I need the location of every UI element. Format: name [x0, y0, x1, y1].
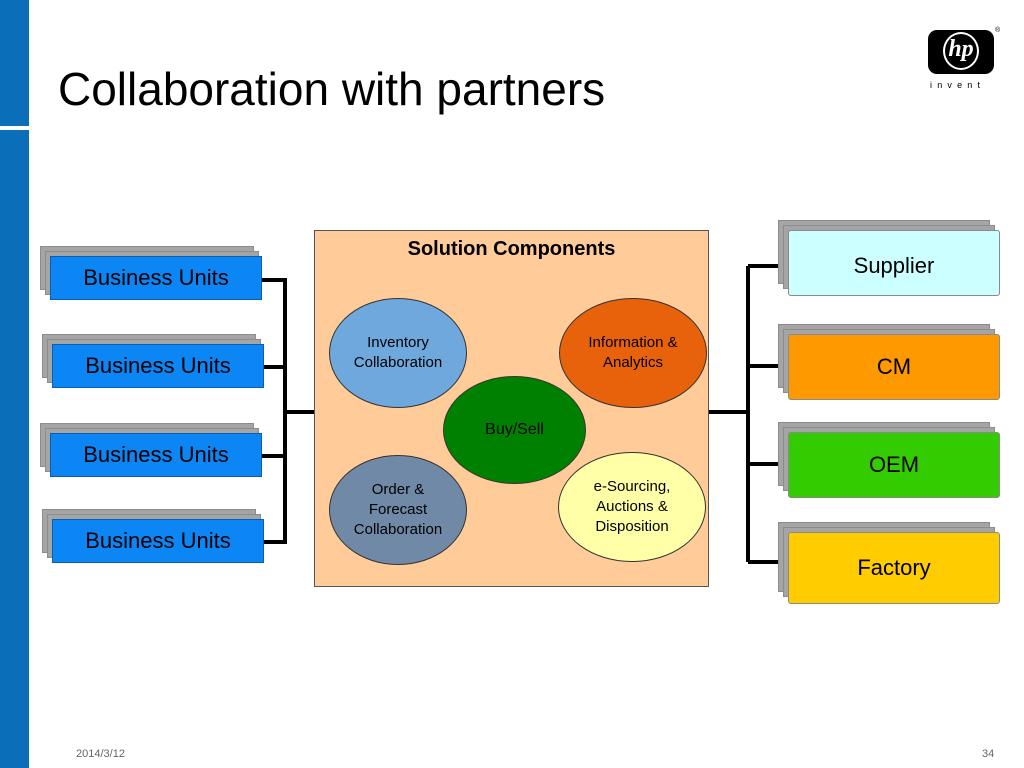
node-line: Auctions & — [596, 498, 668, 515]
business-unit-label: Business Units — [50, 433, 262, 477]
accent-bar-top — [0, 0, 29, 126]
business-unit-label: Business Units — [50, 256, 262, 300]
solution-components-title: Solution Components — [407, 238, 616, 260]
hp-logo-circle — [943, 32, 979, 70]
node-line: Buy/Sell — [485, 421, 544, 438]
partner-label: Factory — [788, 532, 1000, 604]
hp-logo-tagline: invent — [930, 80, 986, 90]
partner-factory: Factory — [778, 522, 1002, 606]
node-line: Order & — [371, 481, 425, 498]
node-line: Disposition — [595, 518, 669, 535]
slide-title: Collaboration with partners — [58, 63, 606, 115]
business-unit-3: Business Units — [40, 423, 264, 477]
slide-date: 2014/3/12 — [76, 748, 125, 760]
hp-logo-mark: hp — [948, 36, 974, 62]
node-line: Collaboration — [353, 521, 443, 538]
partner-oem: OEM — [778, 422, 1002, 500]
partner-label: CM — [788, 334, 1000, 400]
information-analytics-node: Information & Analytics — [559, 298, 707, 408]
esourcing-node: e-Sourcing, Auctions & Disposition — [558, 452, 706, 562]
partner-label: OEM — [788, 432, 1000, 498]
page-number: 34 — [982, 748, 995, 760]
partner-supplier: Supplier — [778, 220, 1002, 298]
node-line: Collaboration — [353, 354, 443, 371]
hp-logo: hp ® invent — [928, 27, 1001, 92]
business-unit-label: Business Units — [52, 344, 264, 388]
registered-mark: ® — [995, 27, 1001, 34]
partner-cm: CM — [778, 324, 1002, 402]
node-line: Inventory — [367, 334, 429, 351]
node-line: Forecast — [368, 501, 428, 518]
node-line: Analytics — [602, 354, 664, 371]
partner-label: Supplier — [788, 230, 1000, 296]
business-unit-1: Business Units — [40, 246, 264, 300]
node-line: Information & — [588, 334, 678, 351]
business-unit-label: Business Units — [52, 519, 264, 563]
business-unit-2: Business Units — [42, 334, 266, 388]
business-unit-4: Business Units — [42, 509, 266, 563]
buy-sell-node: Buy/Sell — [443, 376, 586, 484]
node-line: e-Sourcing, — [593, 478, 671, 495]
accent-bar-bottom — [0, 130, 29, 768]
